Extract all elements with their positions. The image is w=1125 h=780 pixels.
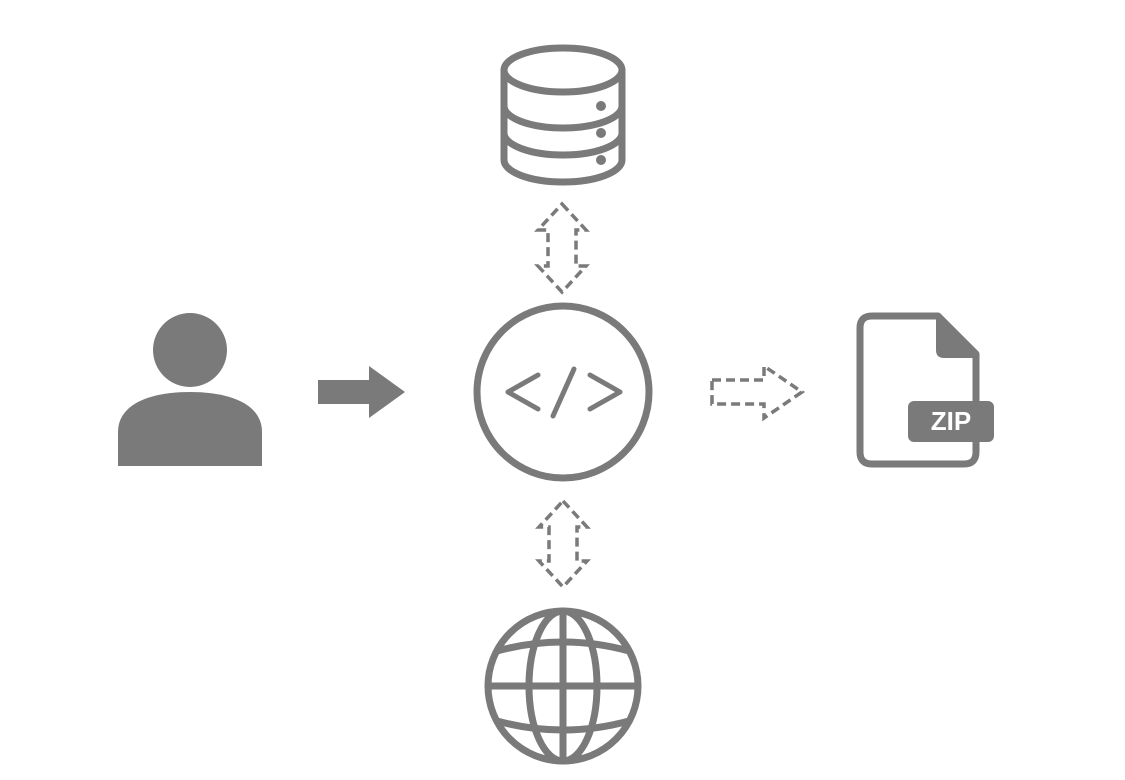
code-icon bbox=[473, 302, 653, 482]
code-zip-arrow bbox=[710, 362, 806, 422]
zip-badge-label: ZIP bbox=[931, 406, 971, 436]
database-icon bbox=[500, 44, 626, 186]
user-icon bbox=[118, 313, 262, 466]
user-code-arrow bbox=[318, 366, 405, 418]
code-database-arrow bbox=[534, 201, 590, 295]
code-web-arrow bbox=[535, 498, 591, 590]
globe-icon bbox=[484, 607, 642, 765]
zip-file-icon: ZIP bbox=[856, 312, 994, 468]
